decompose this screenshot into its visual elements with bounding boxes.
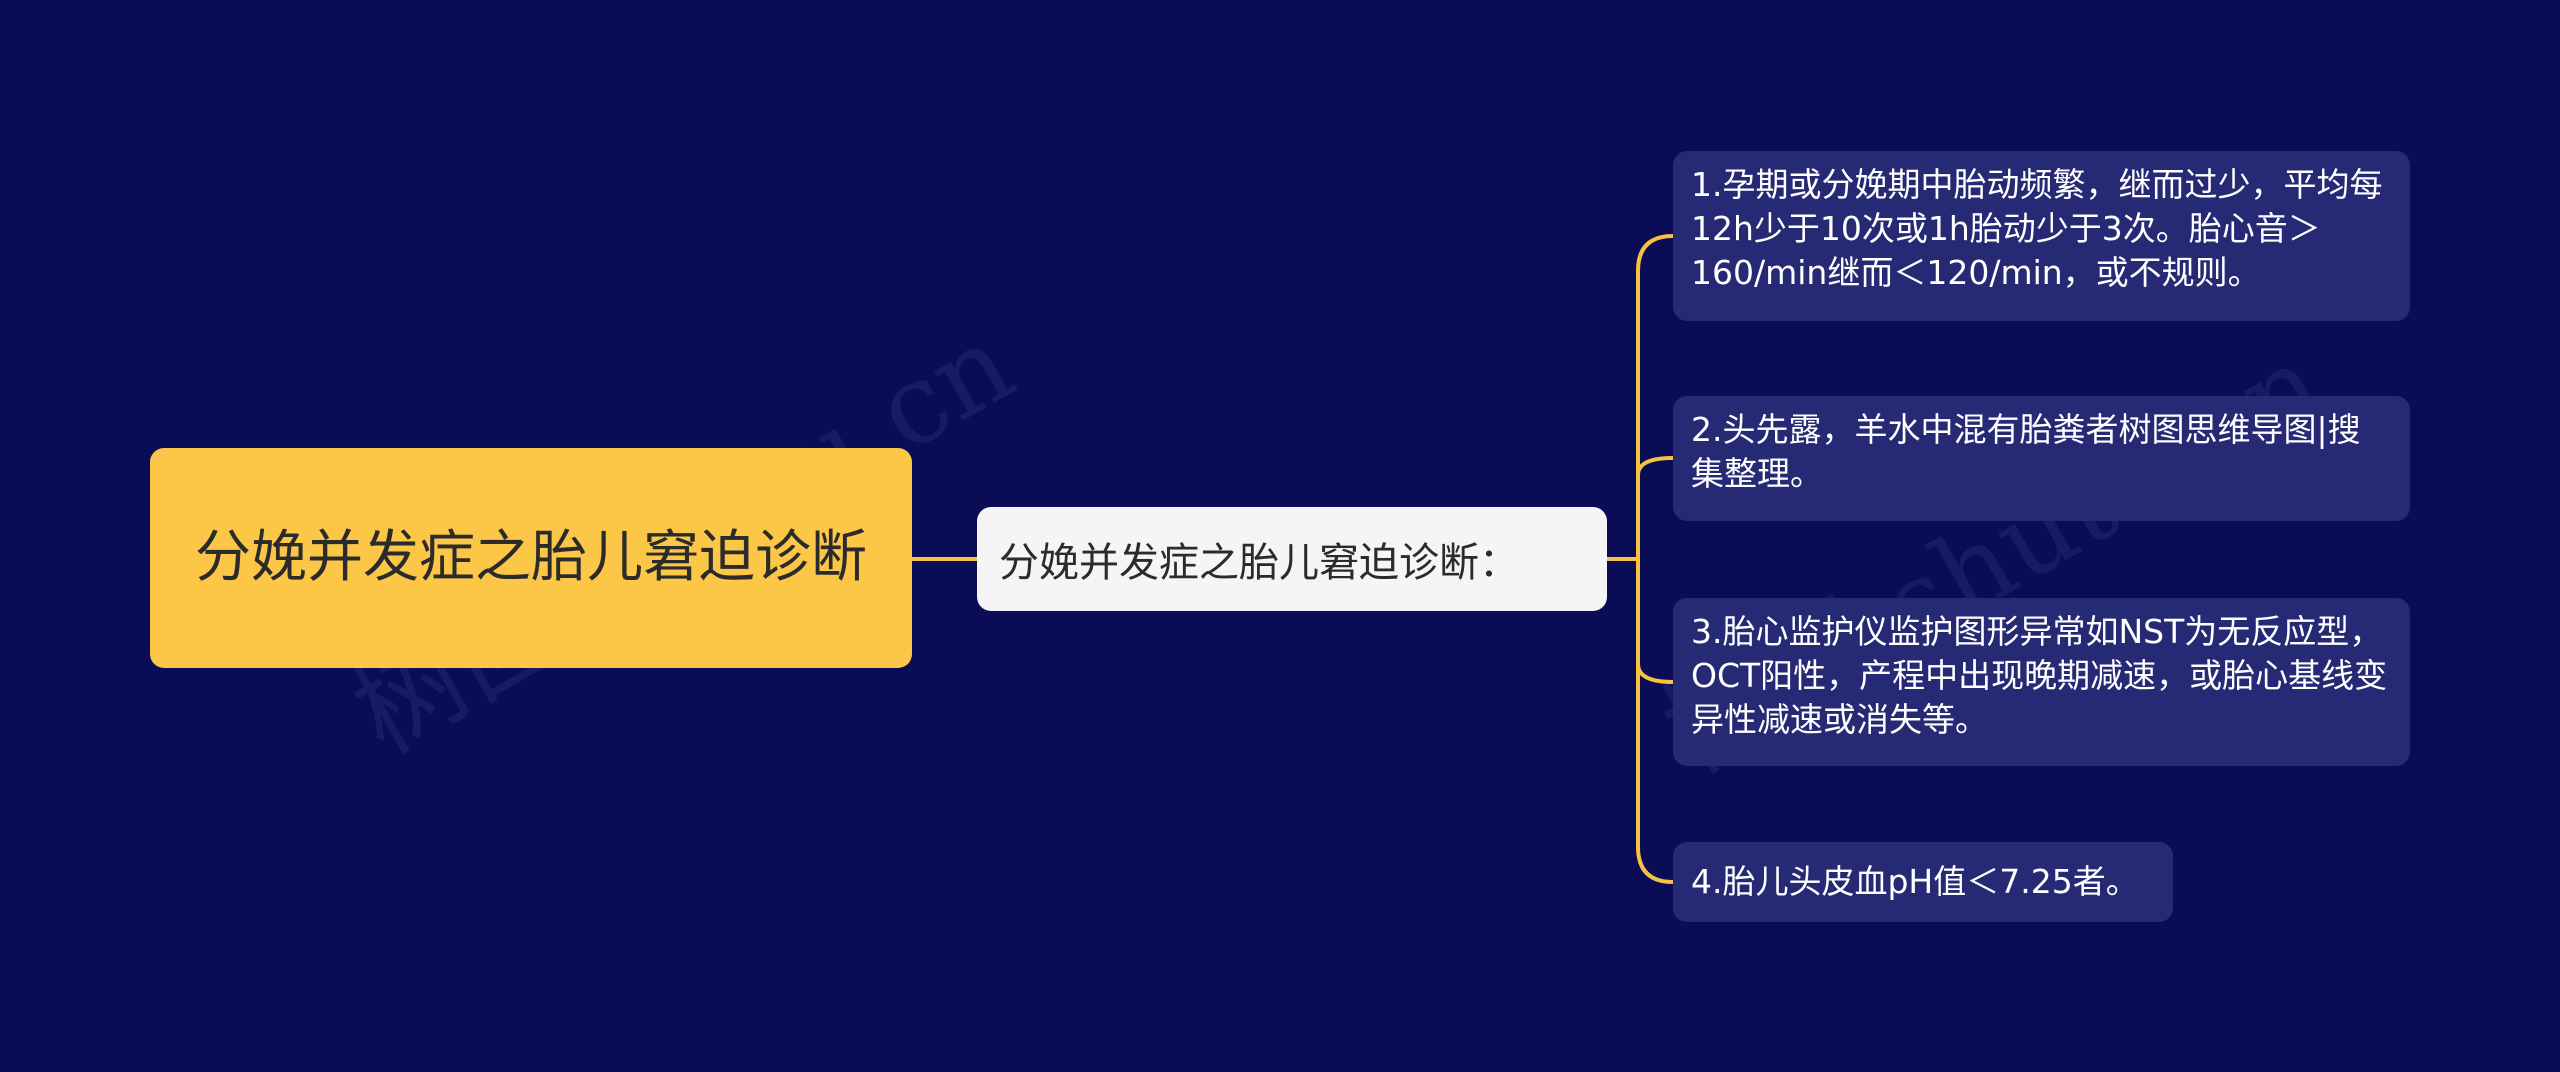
leaf-node-text: 3.胎心监护仪监护图形异常如NST为无反应型，OCT阳性，产程中出现晚期减速，或… [1691,612,2388,740]
leaf-node-4[interactable]: 4.胎儿头皮血pH值＜7.25者。 [1673,842,2173,922]
branch-node-label: 分娩并发症之胎儿窘迫诊断： [999,540,1519,586]
leaf-node-2[interactable]: 2.头先露，羊水中混有胎粪者树图思维导图|搜集整理。 [1673,396,2410,521]
trunk-line [1636,234,1674,884]
root-node-label: 分娩并发症之胎儿窘迫诊断 [195,524,867,590]
leaf-2-connector [1636,456,1674,476]
leaf-node-text: 1.孕期或分娩期中胎动频繁，继而过少，平均每12h少于10次或1h胎动少于3次。… [1691,165,2383,293]
leaf-node-text: 2.头先露，羊水中混有胎粪者树图思维导图|搜集整理。 [1691,410,2361,494]
branch-node[interactable]: 分娩并发症之胎儿窘迫诊断： [977,507,1607,611]
leaf-node-3[interactable]: 3.胎心监护仪监护图形异常如NST为无反应型，OCT阳性，产程中出现晚期减速，或… [1673,598,2410,766]
leaf-node-1[interactable]: 1.孕期或分娩期中胎动频繁，继而过少，平均每12h少于10次或1h胎动少于3次。… [1673,151,2410,321]
root-node[interactable]: 分娩并发症之胎儿窘迫诊断 [150,448,912,668]
leaf-node-text: 4.胎儿头皮血pH值＜7.25者。 [1691,861,2139,901]
